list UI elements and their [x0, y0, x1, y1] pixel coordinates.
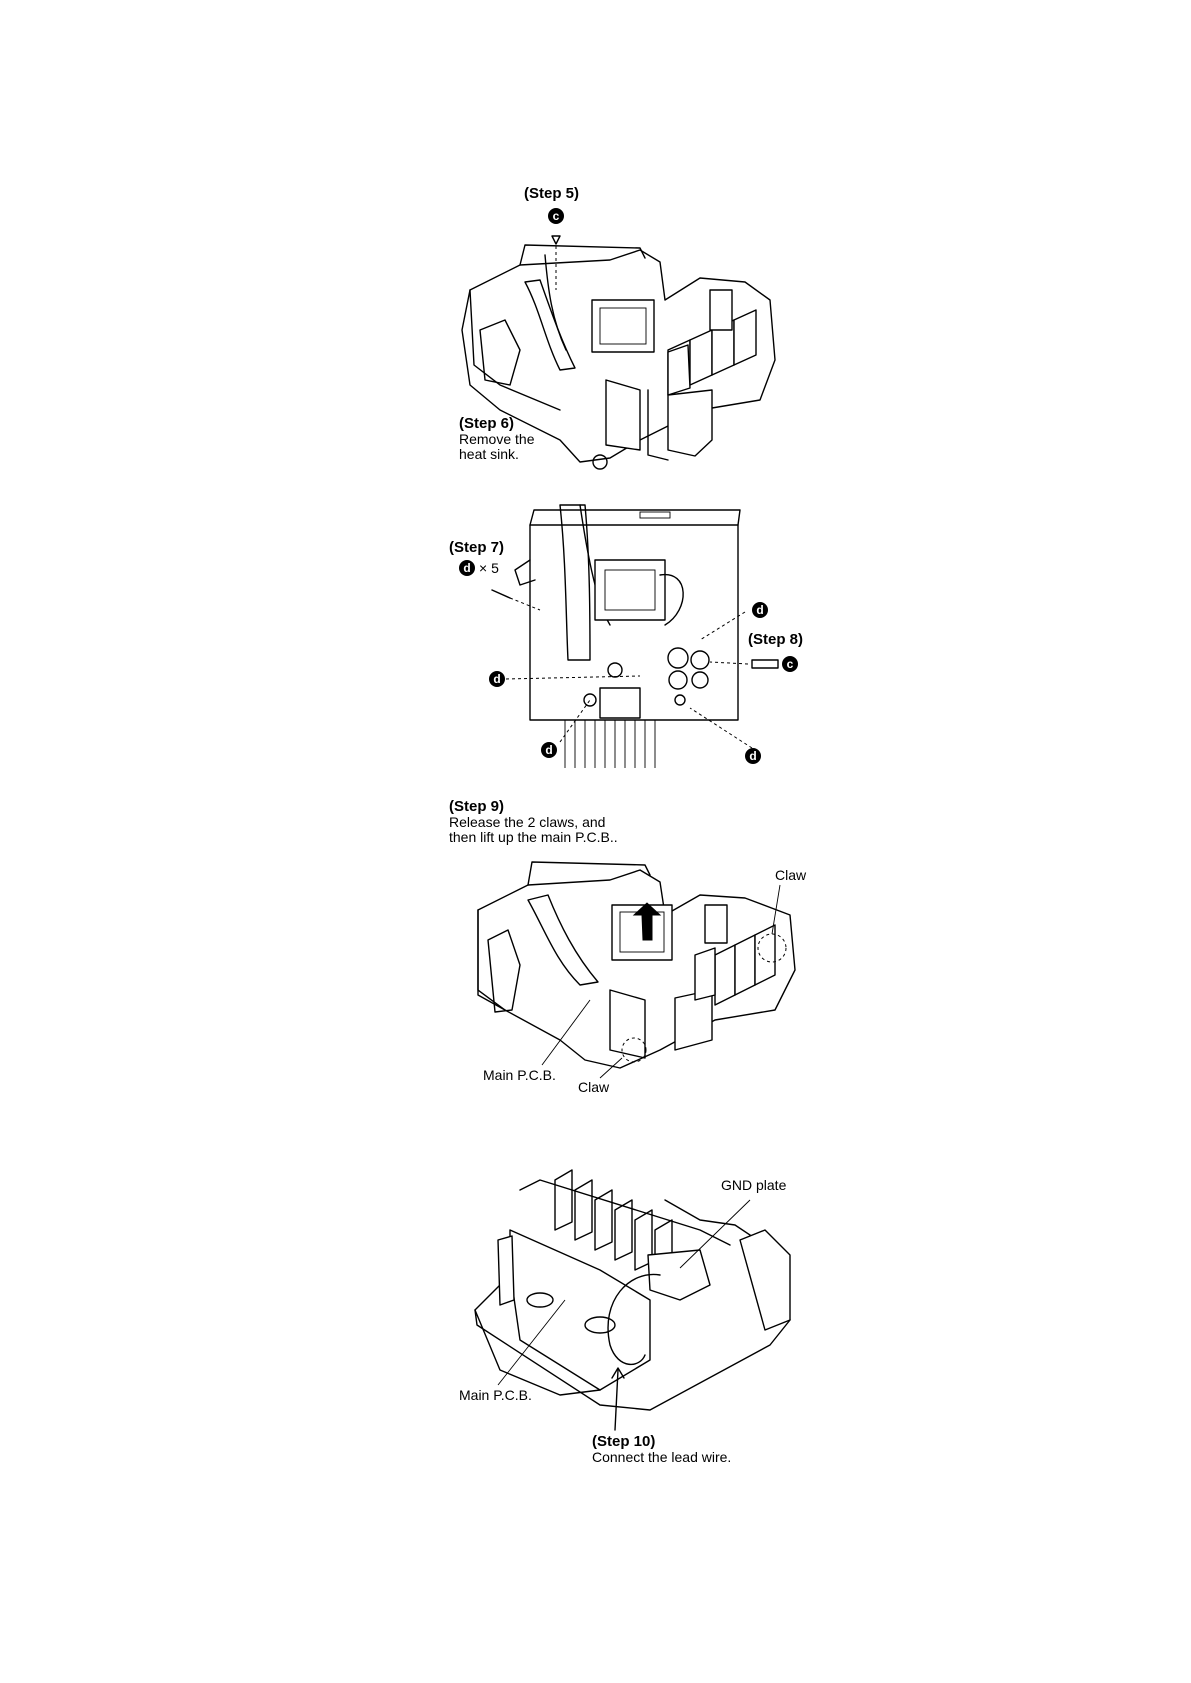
main-pcb-label-4: Main P.C.B.: [459, 1388, 532, 1403]
step-10-label: (Step 10): [592, 1434, 655, 1449]
gnd-plate-label: GND plate: [721, 1178, 786, 1193]
step-10-text: Connect the lead wire.: [592, 1450, 731, 1465]
